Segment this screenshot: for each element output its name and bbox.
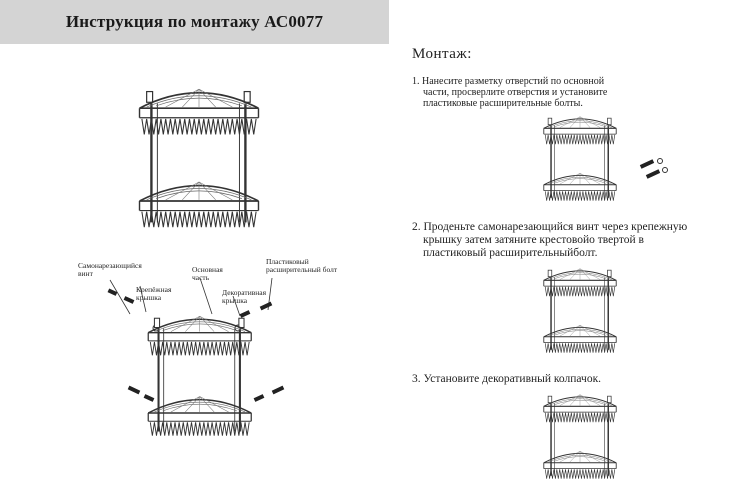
step-1-bolts-illustration: [639, 158, 668, 179]
step-3-illustration: [538, 390, 622, 482]
section-heading: Монтаж:: [412, 46, 472, 62]
shelf-illustration-top: [130, 82, 268, 232]
step-2-illustration: [538, 264, 622, 356]
exploded-view-illustration: [107, 277, 285, 480]
step-3-text: 3. Установите декоративный колпачок.: [412, 373, 602, 385]
step-2-text: 2. Проденьте самонарезающийся винт через…: [412, 221, 688, 259]
document-title: Инструкция по монтажу АС0077: [65, 12, 324, 31]
step-1-text: 1. Нанесите разметку отверстий по основн…: [412, 76, 608, 109]
title-bar: Инструкция по монтажу АС0077: [0, 0, 389, 44]
step-1-illustration: [538, 112, 622, 204]
